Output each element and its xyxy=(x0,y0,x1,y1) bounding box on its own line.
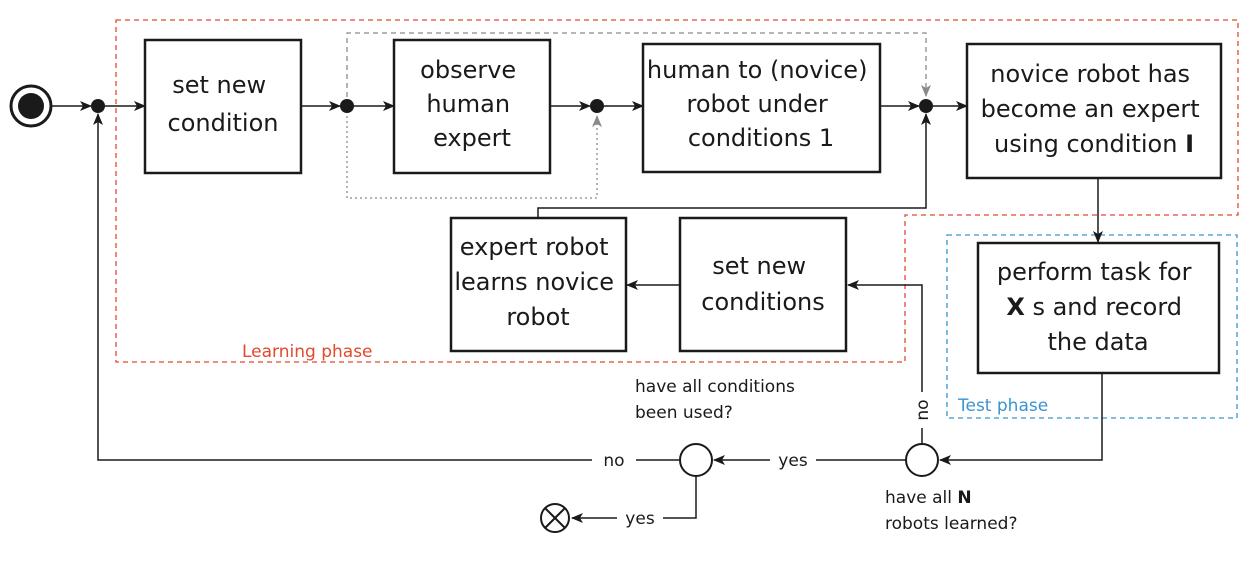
test-phase-region xyxy=(946,234,1238,419)
conditions-no-branch xyxy=(93,113,680,461)
set-new-conditions-box xyxy=(678,216,848,353)
set-new-condition-text: set new condition xyxy=(168,71,279,137)
perform-task-box xyxy=(976,241,1221,375)
robots-learned-decision xyxy=(905,443,939,477)
learning-phase-label: Learning phase xyxy=(242,342,373,362)
start-node xyxy=(9,84,53,128)
robots-no-branch xyxy=(847,280,923,444)
human-to-robot-box xyxy=(641,42,882,174)
conditions-yes-label: yes xyxy=(625,509,655,529)
observe-human-expert-box xyxy=(392,38,552,175)
set-new-conditions-text: set new conditions xyxy=(701,252,824,316)
conditions-used-question: have all conditions been used? xyxy=(635,377,800,423)
robots-no-label: no xyxy=(913,399,933,420)
conditions-yes-branch xyxy=(571,476,697,523)
learning-phase-region xyxy=(115,19,1239,363)
conditions-no-label: no xyxy=(603,451,624,471)
expert-learns-to-merge xyxy=(537,113,931,218)
join-junction xyxy=(590,99,604,113)
set-new-condition-box xyxy=(143,38,303,175)
robots-learned-question: have all N robots learned? xyxy=(885,488,1017,534)
robots-yes-label: yes xyxy=(778,451,808,471)
test-phase-label: Test phase xyxy=(957,396,1048,416)
novice-expert-box xyxy=(965,42,1223,180)
observe-dotted-connector xyxy=(346,106,602,199)
human-to-robot-text: human to (novice) robot under conditions… xyxy=(647,56,875,152)
conditions-used-decision xyxy=(679,443,713,477)
split-junction xyxy=(340,99,354,113)
bypass-dashed-connector xyxy=(346,32,931,106)
merge-junction-2 xyxy=(919,99,933,113)
expert-robot-learns-box xyxy=(449,216,628,353)
novice-expert-text: novice robot has become an expert using … xyxy=(981,60,1208,158)
observe-human-expert-text: observe human expert xyxy=(420,56,524,152)
end-node xyxy=(540,503,570,533)
perform-task-text: perform task for X s and record the data xyxy=(997,258,1199,356)
perform-task-to-robots-decision xyxy=(939,373,1103,465)
merge-junction-1 xyxy=(91,99,105,113)
expert-robot-learns-text: expert robot learns novice robot xyxy=(454,233,621,331)
